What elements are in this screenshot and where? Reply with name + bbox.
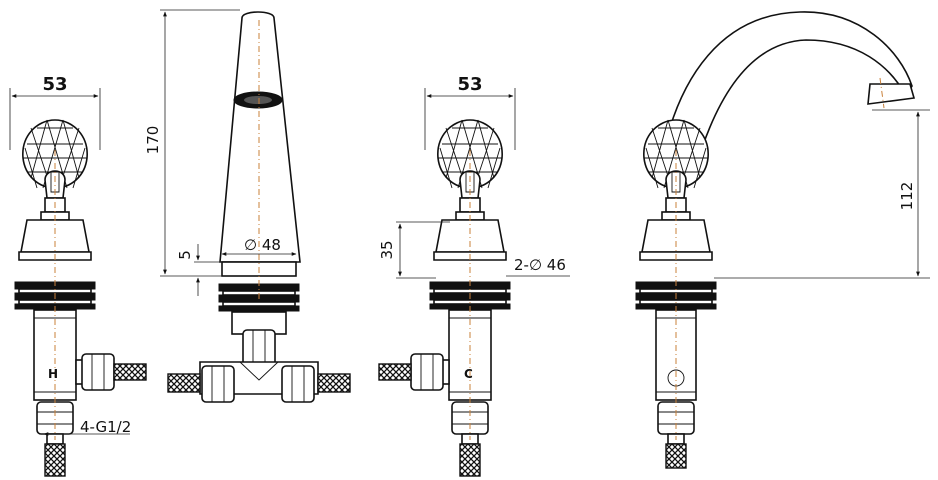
faucet-side-view: 112 <box>635 11 930 469</box>
gooseneck-spout <box>662 11 913 151</box>
side-nut <box>81 353 115 391</box>
dimension-handle-width: 53 <box>457 74 482 95</box>
center-nut <box>242 329 276 367</box>
braided-hose <box>113 363 147 381</box>
braided-hose <box>167 373 201 393</box>
cold-valve-view: C 53 35 2-∅ 46 <box>378 74 570 477</box>
braided-hose <box>459 443 481 477</box>
spout-outlet <box>867 83 916 105</box>
cold-marker: C <box>464 367 473 381</box>
dimension-valve-height: 35 <box>378 240 396 259</box>
dimension-spout-height: 170 <box>144 126 162 155</box>
spout-front-view: 170 5 ∅ 48 <box>144 9 351 403</box>
braided-hose <box>44 443 66 477</box>
braided-hose <box>317 373 351 393</box>
dimension-reach-height: 112 <box>898 182 916 211</box>
braided-hose <box>378 363 412 381</box>
tee-nut-left <box>201 365 235 403</box>
hot-valve-view: H 53 4-G1/2 <box>9 74 147 477</box>
braided-hose <box>665 443 687 469</box>
dimension-spout-diameter: ∅ 48 <box>244 236 281 254</box>
side-nut <box>410 353 444 391</box>
dimension-flange: 5 <box>176 250 194 260</box>
dimension-handle-width: 53 <box>42 74 67 95</box>
hot-marker: H <box>48 367 58 381</box>
spout-body <box>219 11 301 263</box>
dimension-connections: 4-G1/2 <box>80 418 131 436</box>
dimension-valve-diameter: 2-∅ 46 <box>514 256 566 274</box>
tee-nut-right <box>281 365 315 403</box>
